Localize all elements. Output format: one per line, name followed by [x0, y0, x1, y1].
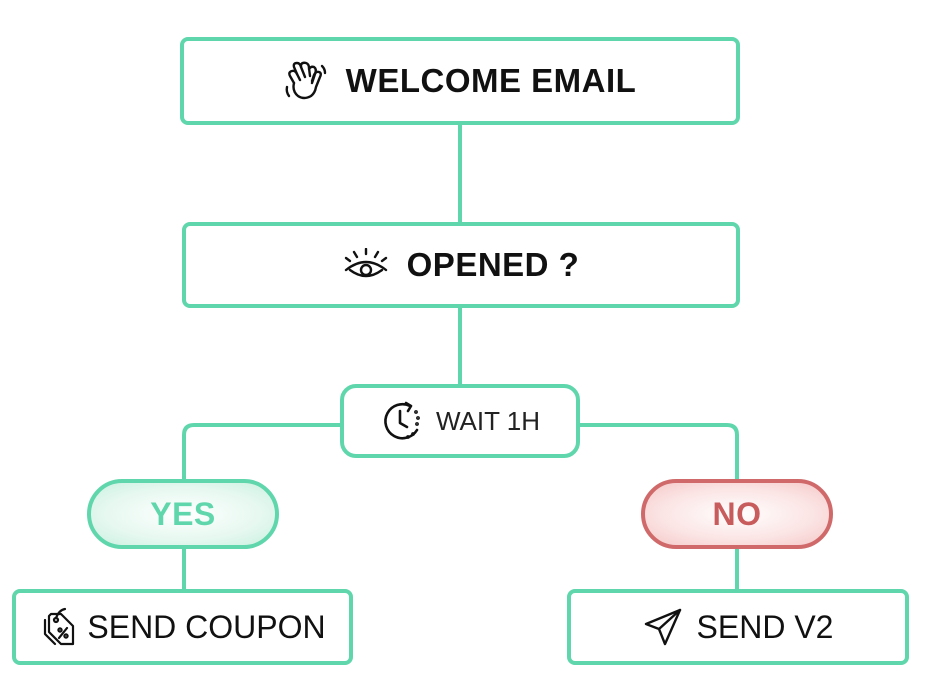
send-v2-label: SEND V2 [696, 608, 834, 645]
send-coupon-node[interactable]: SEND COUPON [12, 589, 353, 665]
no-branch-pill[interactable]: NO [641, 479, 833, 549]
paper-plane-icon [644, 608, 681, 646]
opened-label: OPENED ? [406, 246, 580, 283]
waving-hand-icon [285, 61, 326, 100]
welcome-email-label: WELCOME EMAIL [345, 62, 637, 99]
connector-wait-no [580, 423, 739, 479]
wait-node[interactable]: WAIT 1H [340, 384, 580, 458]
send-v2-node[interactable]: SEND V2 [567, 589, 909, 665]
no-label: NO [712, 495, 762, 532]
clock-icon [384, 401, 420, 440]
opened-decision-node[interactable]: OPENED ? [182, 222, 740, 308]
eye-icon [344, 248, 387, 278]
send-coupon-label: SEND COUPON [87, 608, 326, 645]
connector-wait-yes [182, 423, 340, 479]
discount-tag-icon [44, 607, 75, 646]
yes-label: YES [150, 495, 216, 532]
wait-label: WAIT 1H [435, 405, 540, 436]
yes-branch-pill[interactable]: YES [87, 479, 279, 549]
welcome-email-node[interactable]: WELCOME EMAIL [180, 37, 740, 125]
